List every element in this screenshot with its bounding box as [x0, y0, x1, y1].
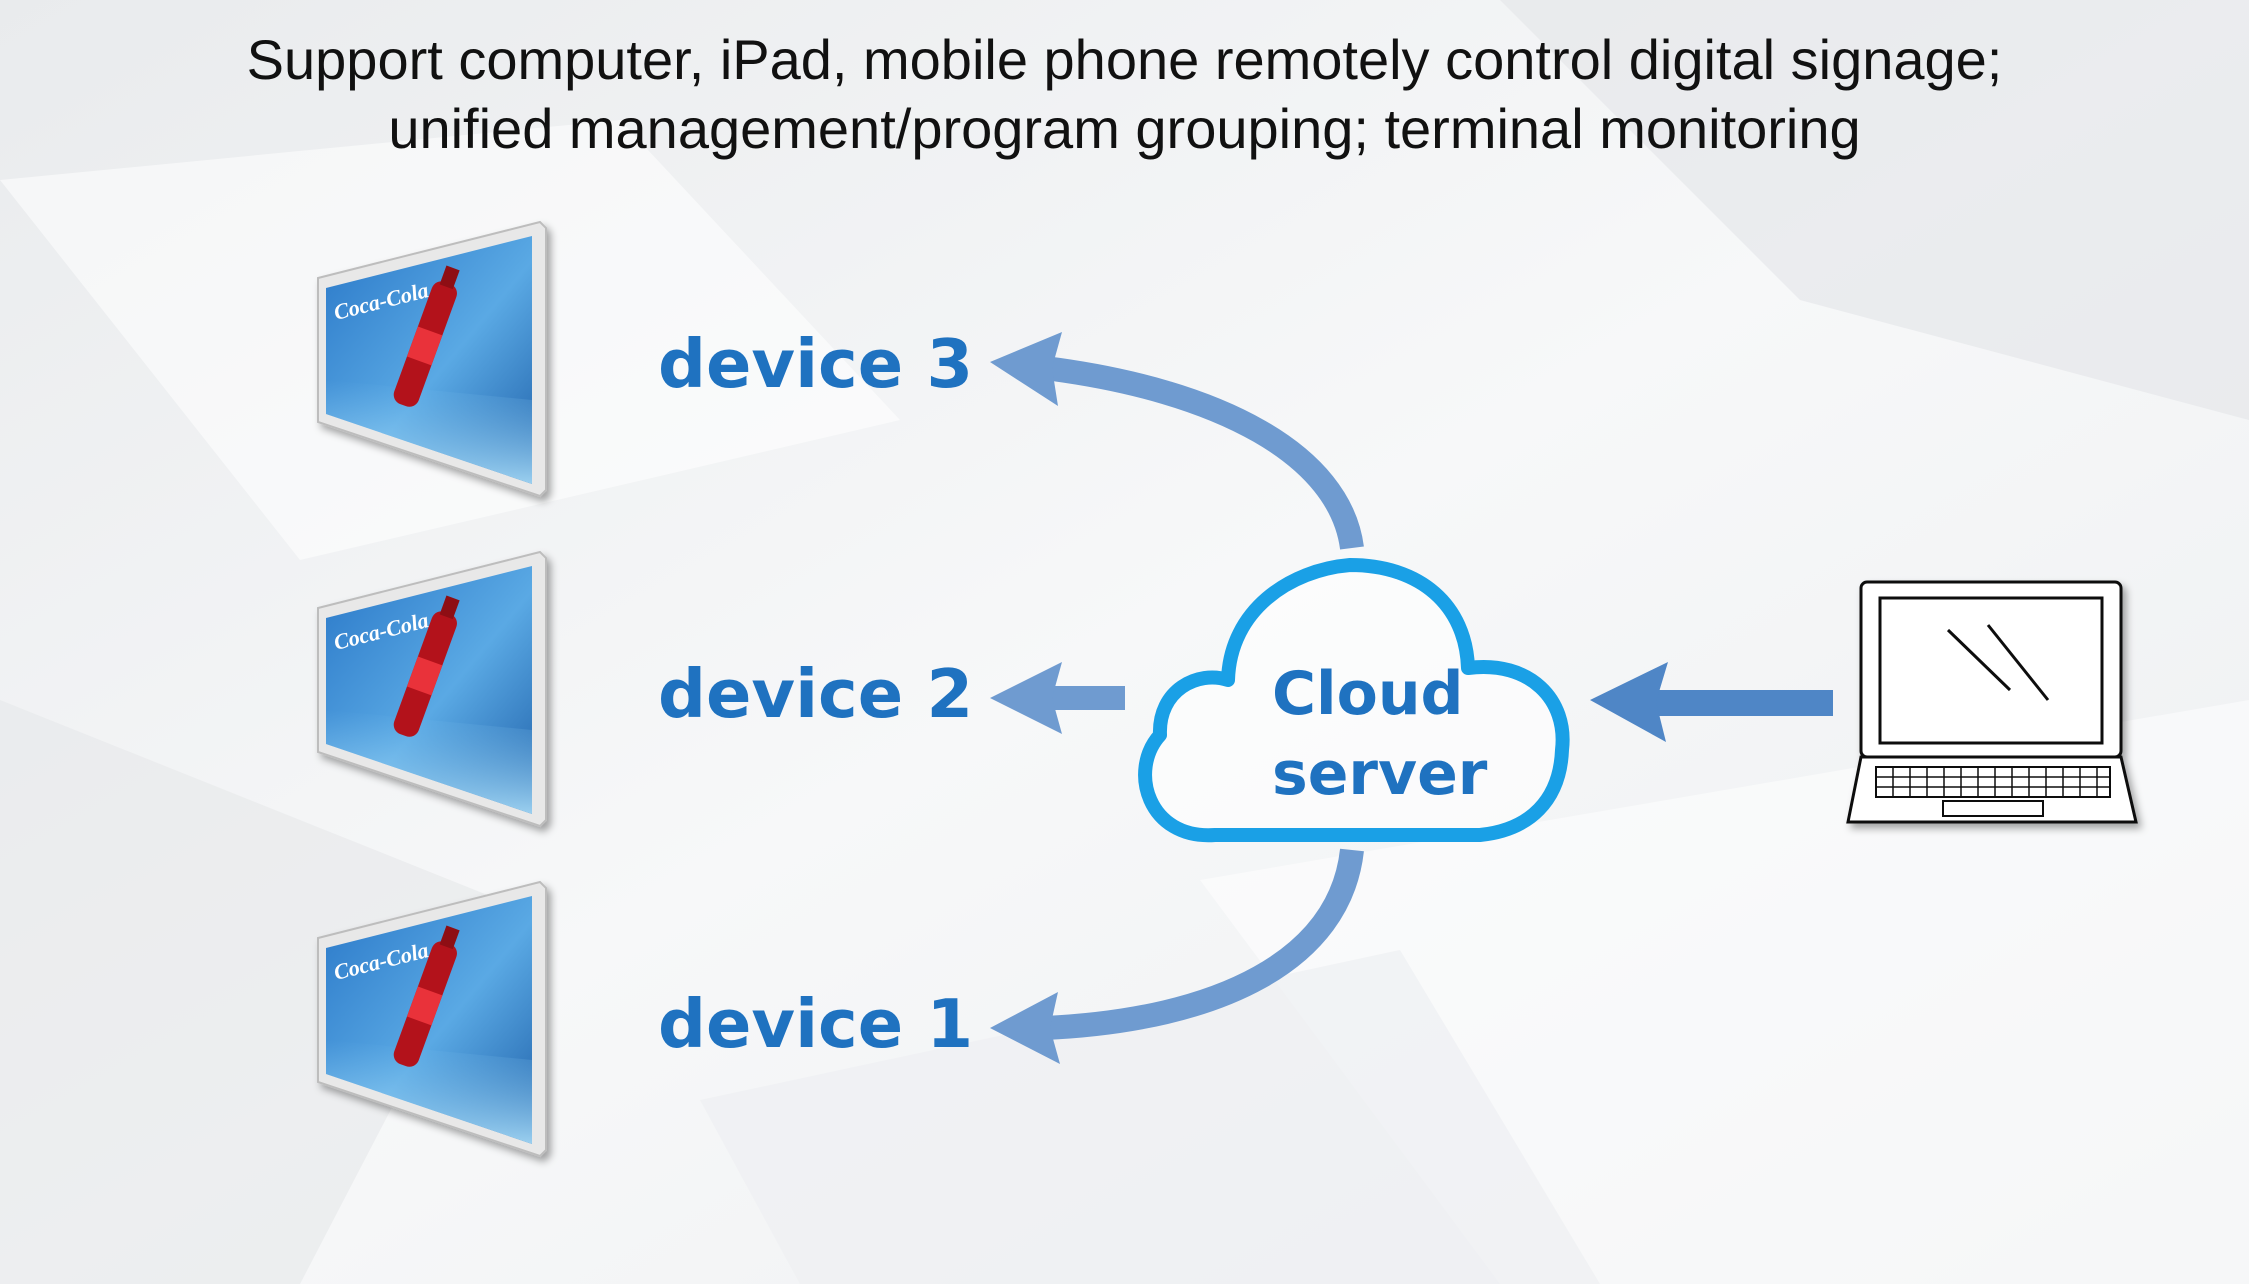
digital-signage-screen-1: Coca-Cola [317, 880, 547, 1158]
cloud-label-line-2: server [1272, 739, 1488, 809]
arrow-to-device-2 [990, 662, 1125, 734]
digital-signage-screen-3: Coca-Cola [317, 220, 547, 498]
arrow-to-device-3 [990, 332, 1364, 550]
subtitle-line-2: unified management/program grouping; ter… [388, 97, 1861, 160]
cloud-icon [1138, 558, 1570, 843]
digital-signage-screen-2: Coca-Cola [317, 550, 547, 828]
laptop-icon [1846, 580, 2138, 824]
device-label-1: device 1 [658, 985, 974, 1063]
device-label-2: device 2 [658, 655, 974, 733]
subtitle-line-1: Support computer, iPad, mobile phone rem… [246, 28, 2003, 91]
device-label-3: device 3 [658, 325, 974, 403]
arrow-from-laptop [1590, 662, 1833, 742]
cloud-label-line-1: Cloud [1272, 659, 1464, 729]
arrow-to-device-1 [990, 848, 1364, 1064]
